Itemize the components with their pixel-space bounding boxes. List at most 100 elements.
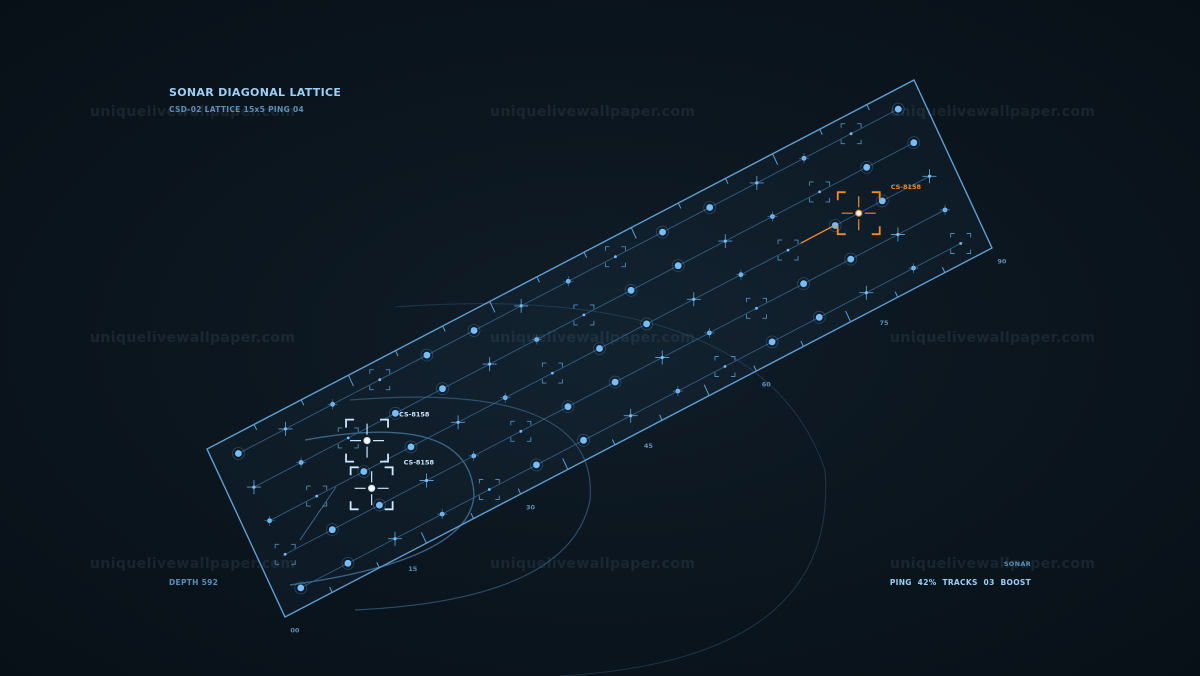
lattice-cross-marker xyxy=(735,269,746,280)
target-label: CS-8158 xyxy=(891,183,922,191)
watermark-text: uniquelivewallpaper.com xyxy=(90,556,296,572)
target-label: CS-8158 xyxy=(404,458,435,466)
lattice-cross-marker xyxy=(296,457,307,468)
axis-tick xyxy=(376,562,380,569)
lattice-cross-marker xyxy=(500,392,511,403)
axis-tick xyxy=(772,153,779,165)
lattice-node-small xyxy=(487,488,491,491)
lattice-node xyxy=(910,139,918,147)
target-crosshair xyxy=(841,196,876,231)
axis-tick xyxy=(536,276,540,283)
lattice-bracket-marker xyxy=(369,369,391,391)
lattice-cross-marker xyxy=(767,211,778,222)
lattice-node-small xyxy=(283,427,288,431)
lattice-node-small xyxy=(896,232,900,237)
axis-tick xyxy=(703,384,710,396)
lattice-node-small xyxy=(723,239,727,243)
lattice-node xyxy=(439,385,446,393)
lattice-node-small xyxy=(660,355,664,360)
lattice-node xyxy=(863,163,871,171)
axis-tick xyxy=(489,301,496,313)
axis-tick xyxy=(279,605,286,618)
axis-tick xyxy=(677,202,682,209)
axis-tick xyxy=(753,365,757,372)
lattice-node-small xyxy=(283,552,287,556)
lattice-node xyxy=(659,228,666,236)
lattice-node-small xyxy=(614,255,617,259)
lattice-node-small xyxy=(723,365,727,368)
axis-tick xyxy=(845,310,852,323)
axis-tick-label: 00 xyxy=(290,627,300,635)
axis-tick xyxy=(986,236,993,249)
lattice-node-halo xyxy=(530,458,543,472)
depth-readout: DEPTH 592 xyxy=(169,578,219,587)
lattice-cross-marker xyxy=(798,153,809,164)
page-title: SONAR DIAGONAL LATTICE xyxy=(169,86,342,99)
lattice-node xyxy=(627,286,635,294)
lattice-node-small xyxy=(959,242,963,245)
axis-tick xyxy=(517,488,522,495)
lattice-cross-marker xyxy=(437,509,448,520)
axis-tick xyxy=(611,439,616,446)
watermark-text: uniquelivewallpaper.com xyxy=(890,556,1096,572)
lattice-node-small xyxy=(346,436,350,440)
axis-tick-label: 45 xyxy=(644,442,654,450)
sweep-beam xyxy=(299,486,337,541)
lattice-node-halo xyxy=(373,498,386,512)
axis-tick xyxy=(300,399,305,406)
lattice-node-small xyxy=(786,248,790,252)
lattice-node xyxy=(391,409,399,417)
axis-tick xyxy=(347,374,354,387)
lattice-frame xyxy=(206,79,993,618)
lattice-node-halo xyxy=(404,440,418,454)
lattice-node-small xyxy=(315,494,319,498)
lattice-bracket-marker xyxy=(573,304,595,326)
lattice-node xyxy=(344,559,352,567)
axis-tick xyxy=(253,424,258,431)
lattice-node-halo xyxy=(467,324,481,337)
target-marker[interactable]: CS-8158 xyxy=(349,458,435,511)
axis-tick xyxy=(819,128,823,135)
lattice-node xyxy=(596,345,603,352)
lattice-node xyxy=(706,204,714,211)
lattice-border xyxy=(206,79,993,618)
target-reticle xyxy=(349,466,394,511)
lattice-node-halo xyxy=(420,348,434,362)
lattice-node-small xyxy=(692,297,696,301)
target-marker[interactable]: CS-8158 xyxy=(345,411,430,463)
lattice-node xyxy=(234,450,242,457)
lattice-node-halo xyxy=(561,400,575,414)
lattice-bracket-marker xyxy=(274,543,296,565)
target-crosshair xyxy=(350,423,385,458)
lattice-node xyxy=(297,584,305,592)
target-crosshair xyxy=(354,471,389,506)
axis-tick xyxy=(659,414,663,421)
lattice-node-halo xyxy=(341,556,355,570)
axis-tick xyxy=(894,291,899,298)
lattice-node-small xyxy=(456,420,460,424)
lattice-node-small xyxy=(393,537,397,541)
lattice-node-halo xyxy=(357,465,371,478)
lattice-node-small xyxy=(488,362,492,366)
lattice-node xyxy=(470,327,478,334)
lattice-node-halo xyxy=(656,225,669,239)
lattice-node-halo xyxy=(389,406,402,420)
axis-tick xyxy=(866,104,870,111)
lattice-node-small xyxy=(519,304,523,308)
lattice-node xyxy=(533,461,540,469)
sweep-arc xyxy=(289,431,475,586)
lattice-node-small xyxy=(519,429,523,433)
sweep-arc xyxy=(349,396,591,611)
lattice-node xyxy=(580,436,587,444)
lattice-cross-marker xyxy=(704,327,715,338)
lattice-bracket-marker xyxy=(478,479,500,500)
lattice-node-halo xyxy=(812,310,826,324)
target-marker[interactable]: CS-8158 xyxy=(800,183,922,244)
lattice-node-halo xyxy=(860,161,874,174)
lattice-node-halo xyxy=(875,194,889,208)
axis-tick xyxy=(329,586,333,593)
lattice-node xyxy=(328,526,336,534)
lattice-node-small xyxy=(755,181,759,185)
lattice-bracket-marker xyxy=(541,362,563,384)
